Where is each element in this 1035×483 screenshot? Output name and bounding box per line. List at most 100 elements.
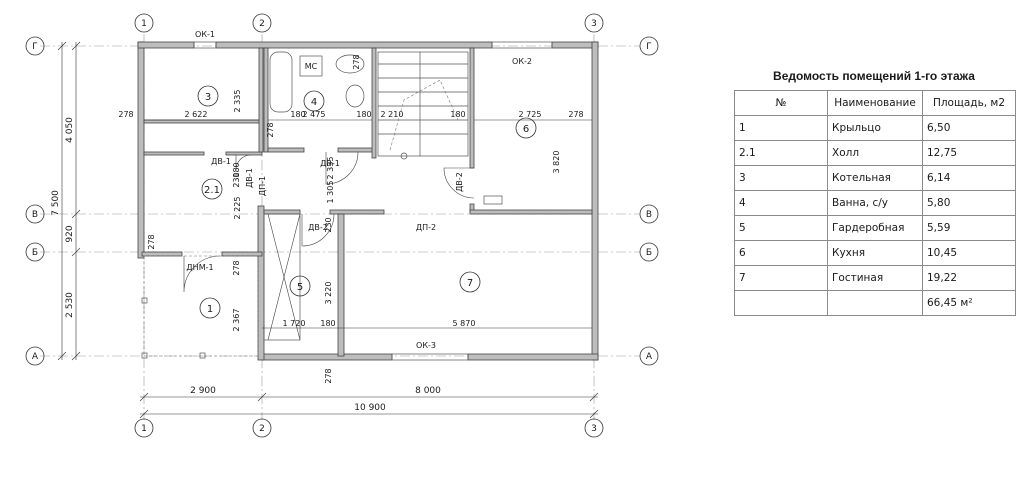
- svg-text:278: 278: [147, 234, 156, 249]
- door-label: ДНМ-1: [186, 263, 213, 272]
- room-area: 6,14: [922, 165, 1016, 191]
- axis-label: 2: [259, 424, 265, 434]
- room-number: 4: [311, 97, 317, 108]
- room-area: 10,45: [922, 240, 1016, 266]
- room-num: 6: [734, 240, 828, 266]
- axis-label: Г: [32, 42, 38, 52]
- svg-text:278: 278: [266, 122, 275, 137]
- svg-text:180: 180: [290, 110, 305, 119]
- room-name: Крыльцо: [827, 115, 923, 141]
- axis-label: 3: [591, 19, 597, 29]
- room-area: 12,75: [922, 140, 1016, 166]
- room-markers: 1 2.1 3 4 5 6 7: [197, 85, 537, 319]
- room-name: Гардеробная: [827, 215, 923, 241]
- door-label: ДП-2: [416, 223, 436, 232]
- room-number: 2.1: [204, 185, 220, 196]
- dim-label: 920: [65, 225, 75, 242]
- svg-text:230: 230: [232, 172, 241, 187]
- svg-text:1 720: 1 720: [283, 319, 306, 328]
- bottom-dimension-chain: 2 900 8 000 10 900: [139, 386, 599, 419]
- svg-text:180: 180: [232, 162, 241, 177]
- axis-label: А: [646, 352, 653, 362]
- axis-bubbles-right: Г В Б А: [639, 36, 659, 366]
- svg-text:2 335: 2 335: [326, 157, 335, 180]
- room-area: 19,22: [922, 265, 1016, 291]
- door-label: ДП-1: [258, 176, 267, 196]
- room-number: 1: [207, 304, 213, 315]
- total-area: 66,45 м²: [922, 290, 1016, 316]
- svg-text:1 305: 1 305: [326, 181, 335, 204]
- room-name: Холл: [827, 140, 923, 166]
- stairs: [377, 51, 469, 160]
- door-label: ДВ-2: [308, 223, 328, 232]
- room-name: Гостиная: [827, 265, 923, 291]
- table-row: 4 Ванна, с/у 5,80: [734, 190, 1016, 216]
- axis-bubbles-bottom: 1 2 3: [134, 418, 604, 438]
- room-area: 5,59: [922, 215, 1016, 241]
- dim-label: 2 530: [65, 292, 75, 318]
- svg-text:278: 278: [568, 110, 583, 119]
- post-markers: [141, 297, 206, 359]
- axis-label: 3: [591, 424, 597, 434]
- axis-label: В: [32, 210, 38, 220]
- table-row: 5 Гардеробная 5,59: [734, 215, 1016, 241]
- svg-text:3 820: 3 820: [552, 151, 561, 174]
- room-area: 5,80: [922, 190, 1016, 216]
- dim-label: 8 000: [415, 386, 441, 396]
- svg-text:230: 230: [324, 217, 333, 232]
- room-number: 3: [205, 92, 211, 103]
- schedule-title: Ведомость помещений 1-го этажа: [773, 69, 975, 83]
- svg-text:278: 278: [324, 368, 333, 383]
- wall-thickness-dims: 278 278 278 278 278 278 278: [118, 54, 583, 383]
- axis-label: 2: [259, 19, 265, 29]
- svg-text:2 622: 2 622: [185, 110, 208, 119]
- left-dimension-chain: 4 050 7 500 920 2 530: [51, 41, 81, 361]
- room-number: 6: [523, 124, 529, 135]
- window-label: ОК-2: [512, 57, 532, 66]
- axis-label: Б: [646, 248, 652, 258]
- table-row: 3 Котельная 6,14: [734, 165, 1016, 191]
- dim-label: 7 500: [51, 190, 61, 216]
- axis-bubbles-left: Г В Б А: [25, 36, 45, 366]
- svg-text:278: 278: [352, 54, 361, 69]
- svg-text:2 367: 2 367: [232, 309, 241, 332]
- room-number: 5: [297, 282, 303, 293]
- axis-label: Б: [32, 248, 38, 258]
- dim-label: 10 900: [354, 403, 386, 413]
- svg-text:2 210: 2 210: [381, 110, 404, 119]
- room-num: 3: [734, 165, 828, 191]
- table-total-row: 66,45 м²: [734, 290, 1016, 316]
- table-row: 6 Кухня 10,45: [734, 240, 1016, 266]
- interior-dims: 2 622 2 335 2 475 2 335 2 210 180 180 18…: [144, 90, 592, 332]
- svg-text:180: 180: [356, 110, 371, 119]
- doors: ДВ-1 ДВ-1 ДВ-1 ДВ-2 ДВ-2 ДП-1 ДП-2 ДНМ-1: [183, 151, 503, 341]
- room-name: Котельная: [827, 165, 923, 191]
- column-header: Площадь, м2: [922, 90, 1016, 116]
- svg-text:2 475: 2 475: [303, 110, 326, 119]
- svg-text:2 225: 2 225: [233, 197, 242, 220]
- room-num: 2.1: [734, 140, 828, 166]
- table-row: 7 Гостиная 19,22: [734, 265, 1016, 291]
- svg-text:180: 180: [450, 110, 465, 119]
- column-header: Наименование: [827, 90, 923, 116]
- svg-text:3 220: 3 220: [324, 282, 333, 305]
- door-label: ДВ-1: [211, 157, 231, 166]
- room-num: 1: [734, 115, 828, 141]
- axis-label: А: [32, 352, 39, 362]
- axis-bubbles-top: 1 2 3: [134, 13, 604, 33]
- room-num: 5: [734, 215, 828, 241]
- column-header: №: [734, 90, 828, 116]
- door-label: ДВ-1: [320, 159, 340, 168]
- svg-text:2 725: 2 725: [519, 110, 542, 119]
- porch-outline: [143, 255, 259, 357]
- axis-label: В: [646, 210, 652, 220]
- axis-label: 1: [141, 19, 147, 29]
- walls: [137, 41, 599, 361]
- window-label: ОК-1: [195, 30, 215, 39]
- room-area: 6,50: [922, 115, 1016, 141]
- axis-label: Г: [646, 42, 652, 52]
- dim-label: 2 900: [190, 386, 216, 396]
- window-label: ОК-3: [416, 341, 436, 350]
- table-row: 1 Крыльцо 6,50: [734, 115, 1016, 141]
- door-label: ДВ-2: [455, 172, 464, 192]
